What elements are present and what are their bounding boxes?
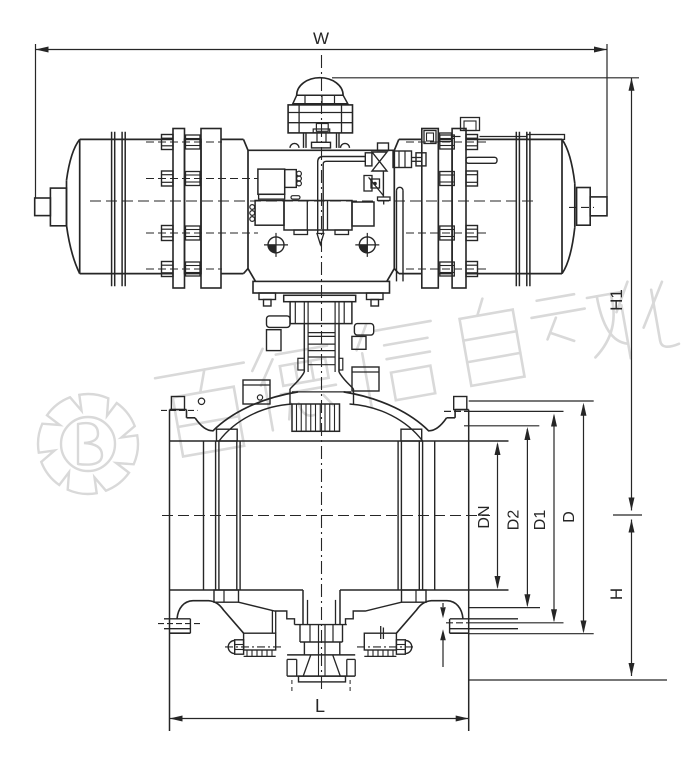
svg-text:L: L: [315, 696, 325, 716]
svg-text:D: D: [561, 511, 578, 523]
svg-text:D1: D1: [532, 510, 549, 531]
svg-text:H: H: [607, 588, 626, 600]
svg-text:D2: D2: [506, 510, 523, 531]
svg-text:W: W: [313, 29, 329, 48]
svg-text:H1: H1: [607, 289, 626, 311]
svg-text:DN: DN: [476, 505, 493, 528]
